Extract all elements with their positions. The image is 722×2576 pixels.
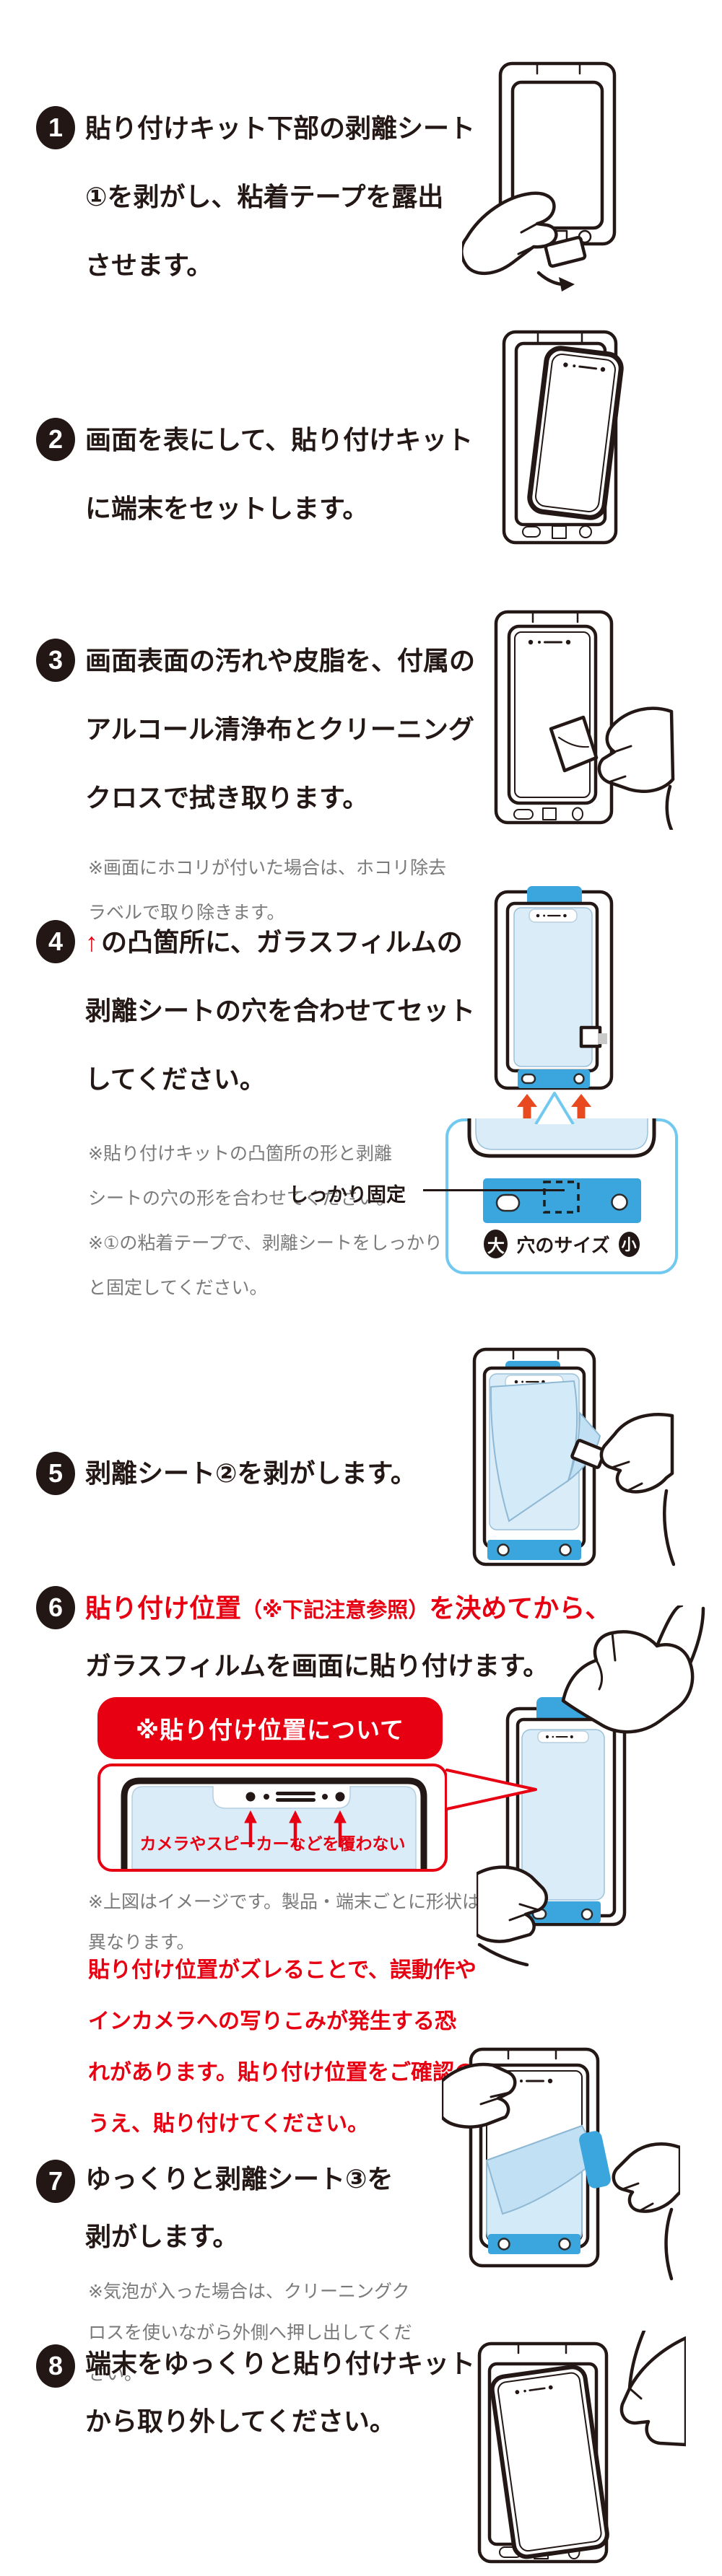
step-4-illustration bbox=[494, 886, 614, 1123]
bottom-blue-tab bbox=[487, 1540, 581, 1560]
holding-hand-icon bbox=[477, 1865, 549, 1966]
fix-label-leader-line bbox=[423, 1189, 565, 1191]
position-warning-header: ※貼り付け位置について bbox=[97, 1697, 443, 1759]
step-6-note-red: 貼り付け位置がズレることで、誤動作や インカメラへの写りこみが発生する恐 れがあ… bbox=[88, 1958, 477, 2136]
pressing-hand-icon bbox=[561, 1605, 705, 1734]
step-6-title-red: 貼り付け位置（※下記注意参照）を決めてから、 bbox=[85, 1593, 612, 1623]
peel-hand-icon bbox=[599, 1413, 675, 1567]
step-8-title: 端末をゆっくりと貼り付けキット から取り外してください。 bbox=[85, 2349, 476, 2436]
size-large-badge: 大 bbox=[484, 1230, 508, 1258]
cleaning-cloth-icon bbox=[549, 715, 599, 773]
step-1-number-badge: 1 bbox=[36, 106, 75, 149]
step-1-title: 貼り付けキット下部の剥離シート ①を剥がし、粘着テープを露出 させます。 bbox=[85, 113, 476, 280]
pull-direction-arrow-icon bbox=[536, 271, 575, 292]
camera-speaker-warning-text: カメラやスピーカーなどを覆わない bbox=[139, 1834, 406, 1853]
step-3-title: 画面表面の汚れや皮脂を、付属の アルコール清浄布とクリーニング クロスで拭き取り… bbox=[85, 646, 476, 812]
warning-arrows bbox=[244, 1810, 347, 1847]
size-small-badge: 小 bbox=[618, 1231, 640, 1257]
smartphone bbox=[507, 624, 598, 805]
phone-top-diagram bbox=[121, 1777, 427, 1870]
bottom-blue-tab bbox=[488, 2234, 580, 2254]
bottom-blue-tab bbox=[518, 1069, 590, 1088]
step-3-illustration bbox=[494, 610, 675, 830]
step-3-note: ※画面にホコリが付いた場合は、ホコリ除去 ラベルで取り除きます。 bbox=[88, 858, 446, 923]
holding-hand-icon bbox=[442, 2062, 517, 2129]
step-8-illustration bbox=[477, 2331, 686, 2564]
step-3-number-badge: 3 bbox=[36, 639, 75, 682]
step-7-number-badge: 7 bbox=[36, 2160, 75, 2203]
step-7-note: ※気泡が入った場合は、クリーニングク ロスを使いながら外側へ押し出してくだ さい… bbox=[88, 2282, 412, 2384]
step-2-title: 画面を表にして、貼り付けキット に端末をセットします。 bbox=[85, 425, 474, 523]
step-4-number-badge: 4 bbox=[36, 920, 75, 963]
step-1-illustration bbox=[462, 61, 617, 292]
fix-label: しっかり固定 bbox=[289, 1184, 406, 1206]
glass-film-with-liner bbox=[513, 907, 607, 1067]
step-2-illustration bbox=[502, 330, 624, 545]
step-6-illustration bbox=[477, 1605, 705, 1966]
step-6-number-badge: 6 bbox=[36, 1586, 75, 1629]
red-up-arrow-icon: ↑ bbox=[85, 927, 98, 957]
hole-size-legend: 大 穴のサイズ 小 bbox=[445, 1225, 678, 1263]
step-8-number-badge: 8 bbox=[36, 2344, 75, 2388]
lifting-hand-icon bbox=[619, 2331, 686, 2447]
diagram-pointer bbox=[445, 1769, 537, 1810]
smartphone bbox=[527, 346, 624, 520]
smartphone bbox=[490, 2365, 609, 2559]
step-4-note: ※貼り付けキットの凸箇所の形と剥離 シートの穴の形を合わせてください。 ※①の粘… bbox=[88, 1144, 443, 1298]
callout-tail bbox=[534, 1092, 575, 1124]
release-sheet-3 bbox=[485, 2124, 611, 2242]
camera-speaker-glyphs bbox=[245, 1792, 345, 1802]
peel-hand-icon bbox=[612, 2142, 680, 2281]
step-5-title: 剥離シート②を剥がします。 bbox=[85, 1458, 417, 1488]
size-legend-text: 穴のサイズ bbox=[516, 1234, 610, 1256]
step-7-title: ゆっくりと剥離シート③を 剥がします。 bbox=[85, 2164, 393, 2251]
adhesive-tab bbox=[544, 235, 587, 268]
step-2-number-badge: 2 bbox=[36, 418, 75, 461]
peel-hand-icon bbox=[462, 191, 558, 276]
step-5-illustration bbox=[472, 1347, 675, 1567]
step-6-note-gray: ※上図はイメージです。製品・端末ごとに形状は 異なります。 bbox=[88, 1892, 480, 1953]
step-7-illustration bbox=[442, 2047, 680, 2281]
step-4-title: ↑の凸箇所に、ガラスフィルムの 剥離シートの穴を合わせてセット してください。 bbox=[85, 927, 476, 1094]
glass-film bbox=[521, 1729, 605, 1901]
fix-area-dashed-box bbox=[543, 1180, 580, 1214]
wiping-hand-icon bbox=[597, 706, 675, 830]
position-warning-diagram: カメラやスピーカーなどを覆わない bbox=[97, 1764, 448, 1872]
step-5-number-badge: 5 bbox=[36, 1452, 75, 1495]
step-6-title-black: ガラスフィルムを画面に貼り付けます。 bbox=[85, 1651, 549, 1681]
